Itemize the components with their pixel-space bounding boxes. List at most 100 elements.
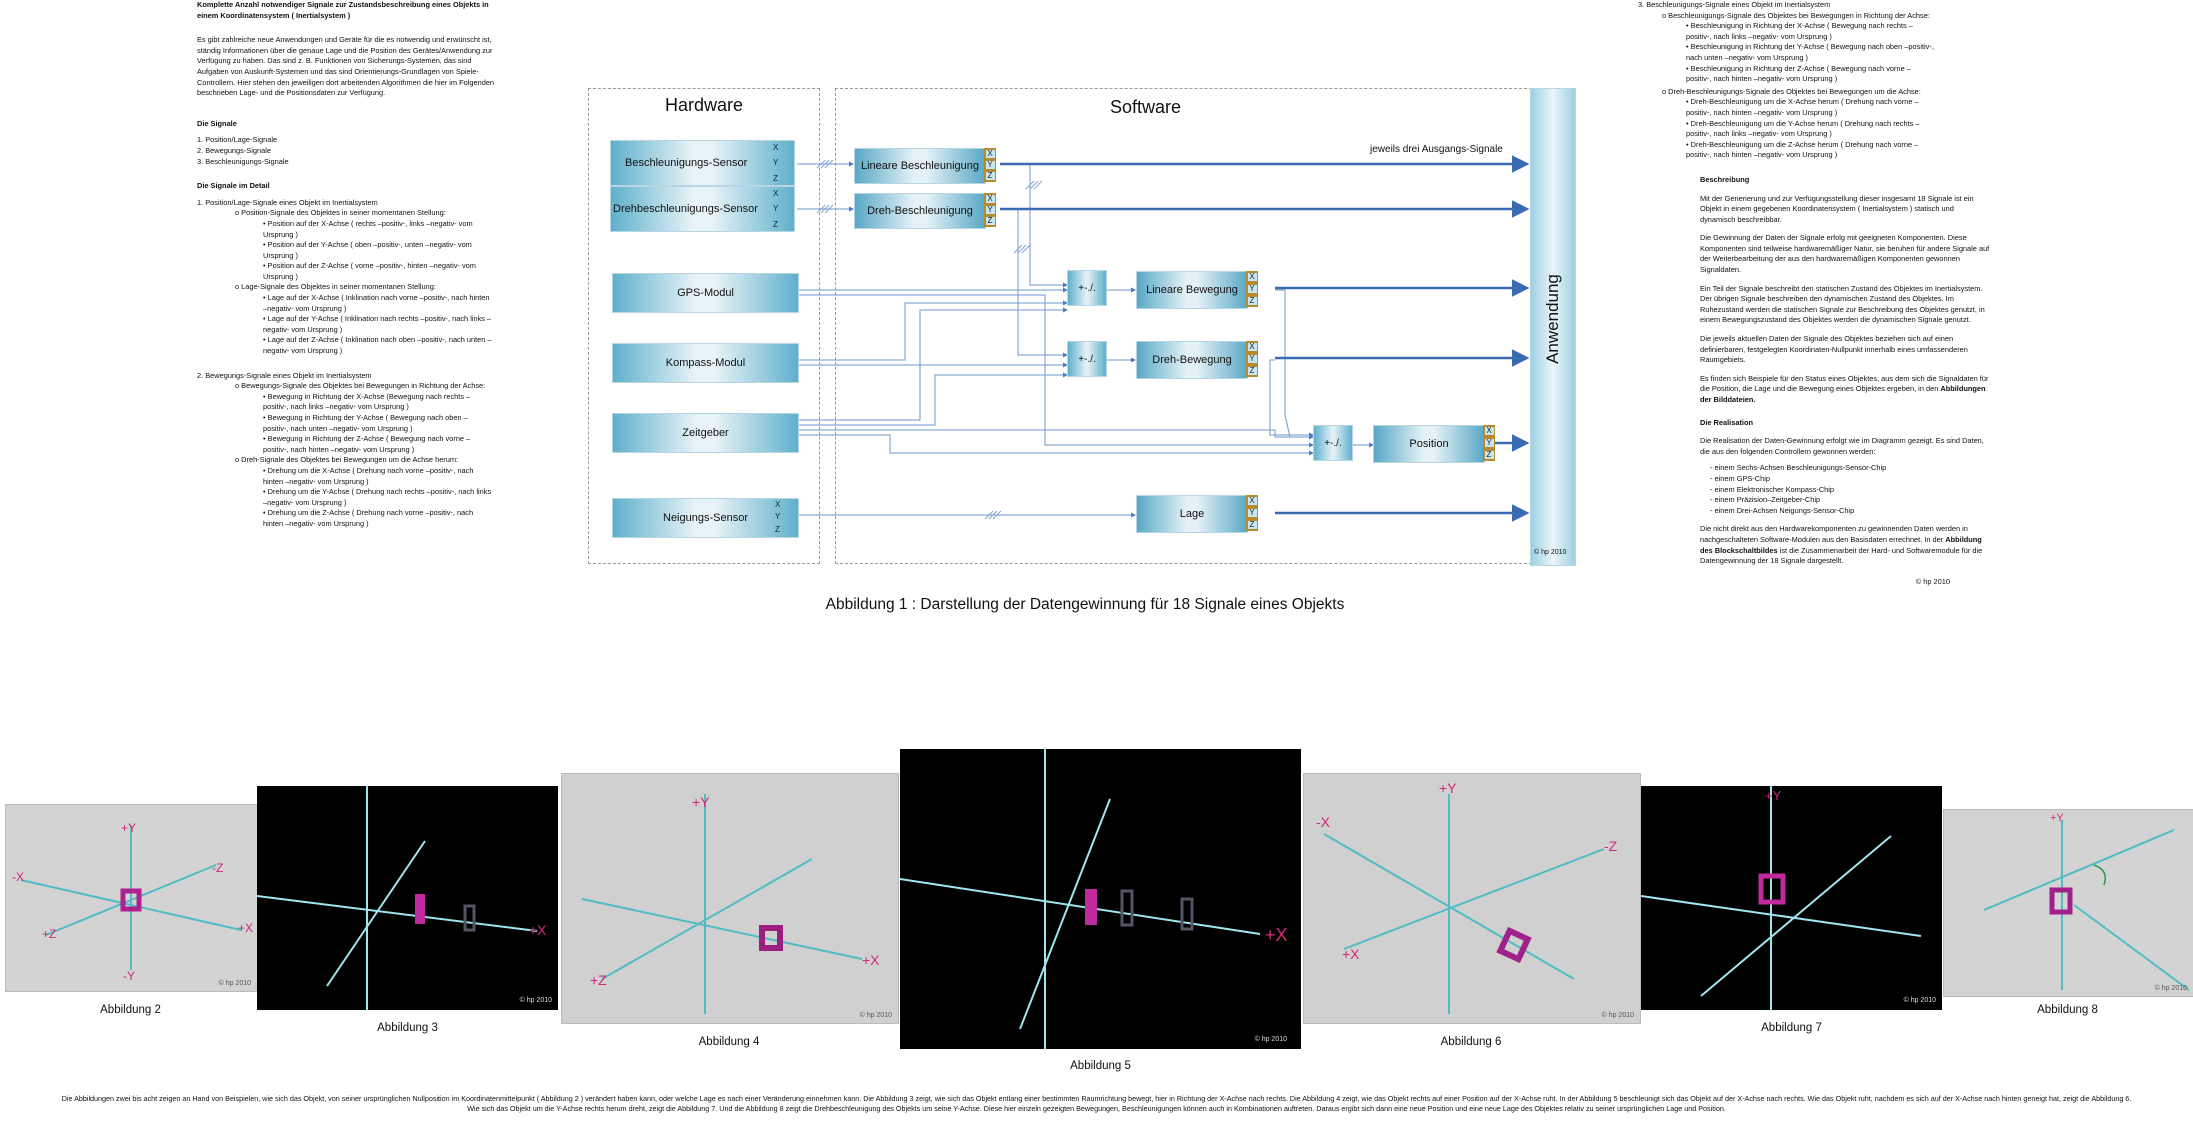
axis-graphic [20,825,242,970]
section-3-title: 3. Beschleunigungs-Signale eines Objekt … [1638,0,1831,9]
bullet-item: • Beschleunigung in Richtung der Y-Achse… [1686,42,1934,62]
axis-label: +X [238,921,254,935]
bullet-item: • Bewegung in Richtung der Y-Achse ( Bew… [263,413,468,433]
sensor-label: Drehbeschleunigungs-Sensor [613,203,758,215]
software-block: Dreh-Beschleunigung [854,193,986,229]
axis-label: +X [862,952,880,968]
copyright: © hp 2010 [1254,1036,1287,1043]
section-2b-title: o Dreh-Signale des Objektes bei Bewegung… [235,455,459,465]
figure-7-image: +Y © hp 2010 [1641,786,1942,1010]
axis-label: +X [1265,925,1288,945]
operator-block: +-./. [1067,341,1107,377]
chip-item: - einem Drei-Achsen Neigungs-Sensor-Chip [1710,505,1855,515]
bullet-item: • Drehung um die Y-Achse ( Drehung nach … [263,487,492,507]
axis-label: -X [1316,814,1330,830]
realisation-heading: Die Realisation [1700,417,1753,427]
operator-block: +-./. [1067,270,1107,306]
axis-label: +Y [692,794,710,810]
detail-heading: Die Signale im Detail [197,181,270,191]
figure-1-caption: Abbildung 1 : Darstellung der Datengewin… [825,596,1345,613]
bullet-item: • Position auf der X-Achse ( rechts –pos… [263,218,473,239]
anwendung-label: Anwendung [1543,274,1562,364]
intro-paragraph: Es gibt zahlreiche neue Anwendungen und … [197,35,495,98]
figure-caption: Abbildung 4 [698,1036,760,1048]
axis-label: +Y [1439,780,1457,796]
figure-caption: Abbildung 2 [100,1004,161,1016]
left-text-column: Komplette Anzahl notwendiger Signale zur… [197,0,497,530]
sensor-block: Drehbeschleunigungs-Sensor [610,186,795,232]
bullet-item: • Beschleunigung in Richtung der X-Achse… [1686,21,1913,41]
axis-graphic [900,749,1261,1049]
bullet-item: • Dreh-Beschleunigung um die Y-Achse her… [1686,118,1920,139]
axis-graphic [581,794,863,1014]
axis-label: +Y [1765,788,1782,803]
software-block: Lage [1136,495,1248,533]
section-1b-title: o Lage-Signale des Objektes in seiner mo… [235,282,436,292]
software-block: Dreh-Bewegung [1136,341,1248,379]
sensor-block: Beschleunigungs-Sensor [610,140,795,186]
axis-graphic [1983,820,2190,991]
connection-lines [797,155,1530,522]
right-text-column: 3. Beschleunigungs-Signale eines Objekt … [1638,0,1993,587]
software-block: Position [1373,425,1485,463]
figure-caption: Abbildung 5 [1070,1060,1131,1072]
axis-label: -Z [1604,838,1618,854]
block-diagram: Hardware Software [585,85,1585,566]
figure-5-image: +X © hp 2010 [900,749,1301,1049]
figure-8-image: +Y © hp 2010 [1943,809,2193,997]
axis-graphic [1641,786,1922,1010]
bullet-item: • Dreh-Beschleunigung um die X-Achse her… [1686,97,1919,117]
figure-4-image: +Y +X +Z © hp 2010 [561,773,899,1024]
figure-caption: Abbildung 3 [377,1022,438,1034]
sensor-block: Kompass-Modul [612,343,799,383]
sensor-block: Neigungs-Sensor [612,498,799,538]
axis-label: -Z [212,861,224,875]
bullet-item: • Drehung um die X-Achse ( Drehung nach … [263,465,474,486]
copyright: © hp 2010 [1903,997,1936,1004]
bullet-item: • Bewegung in Richtung der X-Achse (Bewe… [263,391,471,412]
sensor-label: Beschleunigungs-Sensor [625,157,748,169]
left-title: Komplette Anzahl notwendiger Signale zur… [197,0,489,20]
chip-item: - einem GPS-Chip [1710,473,1770,483]
sensor-block: Zeitgeber [612,413,799,453]
chip-item: - einem Sechs-Achsen Beschleunigungs-Sen… [1710,463,1887,473]
paragraph: Die Realisation der Daten-Gewinnung erfo… [1700,436,1984,456]
axis-label: -X [12,870,24,884]
paragraph: Mit der Generierung und zur Verfügungsst… [1700,193,1974,224]
bullet-item: • Dreh-Beschleunigung um die Z-Achse her… [1686,139,1919,160]
paragraph: Ein Teil der Signale beschreibt den stat… [1700,283,1985,325]
axis-label: +X [1342,946,1360,962]
footer-line: Wie sich das Objekt um die Y-Achse recht… [467,1104,1726,1113]
software-block: Lineare Beschleunigung [854,148,986,184]
signals-heading: Die Signale [197,118,237,128]
paragraph: Es finden sich Beispiele für den Status … [1700,373,1989,404]
section-2-title: 2. Bewegungs-Signale eines Objekt im Ine… [197,370,372,380]
copyright: © hp 2010 [218,980,251,987]
copyright: © hp 2010 [1601,1012,1634,1019]
chip-item: - einem Elektronischer Kompass-Chip [1710,484,1835,494]
copyright: © hp 2010 [2154,985,2187,992]
section-2a-title: o Bewegungs-Signale des Objektes bei Bew… [235,381,486,391]
bullet-item: • Lage auf der X-Achse ( Inklination nac… [263,293,490,313]
axis-label: -Y [123,969,135,983]
outputs-label: jeweils drei Ausgangs-Signale [1370,144,1503,155]
copyright: © hp 2010 [519,997,552,1004]
axis-label: +Y [121,821,137,835]
copyright: © hp 2010 [1534,549,1567,556]
axis-label: +X [529,922,547,938]
figure-2-image: +Y -Y -X +X -Z +Z © hp 2010 [5,804,258,992]
figure-3-image: +X © hp 2010 [257,786,558,1010]
footer-text: Die Abbildungen zwei bis acht zeigen an … [0,1094,2193,1114]
axis-graphic [1323,794,1605,1014]
footer-line: Die Abbildungen zwei bis acht zeigen an … [61,1094,2132,1103]
hardware-frame [588,88,820,564]
signal-list-item: 1. Position/Lage-Signale [197,135,278,145]
bullet-item: • Lage auf der Z-Achse ( Inklination nac… [263,335,492,356]
bullet-item: • Beschleunigung in Richtung der Z-Achse… [1686,63,1911,84]
axis-graphic [257,786,538,1010]
